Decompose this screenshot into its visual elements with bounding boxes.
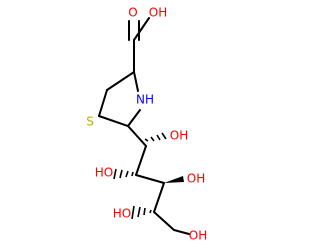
bond-c2prime-c3prime (135, 174, 165, 184)
bond-c1prime-c2prime (135, 145, 147, 176)
hashed-bond-c1prime-oh (144, 132, 167, 142)
wedge-bond-c3prime-oh (164, 176, 184, 183)
label-oh-c3prime: OH (187, 172, 205, 186)
molecule-structure: O OH NH S OH HO OH HO OH (86, 6, 207, 243)
label-carboxyl-oh: OH (149, 6, 167, 20)
bond-n-c4 (133, 71, 139, 92)
label-carbonyl-o: O (128, 6, 137, 20)
hashed-bond-c2prime-oh (113, 168, 134, 180)
bond-c2-n (127, 109, 141, 127)
bond-c2-c1prime (127, 125, 147, 147)
bond-c5-s (98, 89, 108, 117)
label-ring-s: S (86, 115, 94, 129)
bond-c5prime-oh (173, 229, 190, 235)
bond-c4-c5 (106, 71, 135, 91)
label-oh-c1prime: OH (170, 129, 188, 143)
hashed-bond-c4prime-oh (131, 205, 152, 220)
carboxyl-group (128, 17, 150, 73)
bond-c-oh (133, 17, 150, 41)
atom-labels: O OH NH S OH HO OH HO OH (86, 6, 207, 243)
bond-s-c2 (98, 115, 129, 127)
stereo-bonds (113, 132, 184, 220)
label-oh-c2prime: HO (95, 166, 113, 180)
bond-c3prime-c4prime (153, 182, 165, 213)
polyol-chain (127, 125, 190, 235)
label-ring-nh: NH (136, 93, 154, 107)
thiazolidine-ring (98, 71, 141, 127)
label-oh-c6prime: OH (189, 229, 207, 243)
label-oh-c4prime: HO (113, 207, 131, 221)
bond-c4prime-c5prime (153, 211, 175, 231)
